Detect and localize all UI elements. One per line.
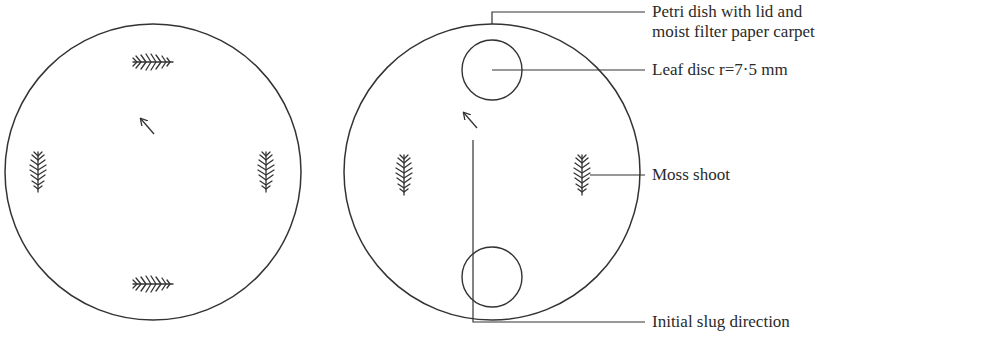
slug-arrow bbox=[464, 113, 477, 128]
moss-shoot bbox=[258, 152, 274, 192]
leaf-disc bbox=[462, 247, 522, 307]
moss-shoot bbox=[30, 152, 46, 192]
moss-shoot bbox=[574, 155, 590, 195]
callout-label: Initial slug direction bbox=[652, 312, 790, 332]
leader-lines bbox=[473, 12, 645, 322]
callout-label: Leaf disc r=7·5 mm bbox=[652, 60, 788, 80]
callout-label: Moss shoot bbox=[652, 165, 730, 185]
slug-arrow bbox=[141, 119, 154, 134]
moss-shoot bbox=[133, 54, 173, 70]
callout-label: Petri dish with lid and moist filter pap… bbox=[652, 2, 840, 42]
moss-shoot bbox=[396, 155, 412, 195]
petri-dish bbox=[5, 24, 301, 320]
moss-shoot bbox=[133, 276, 173, 292]
petri-dish bbox=[344, 24, 640, 320]
